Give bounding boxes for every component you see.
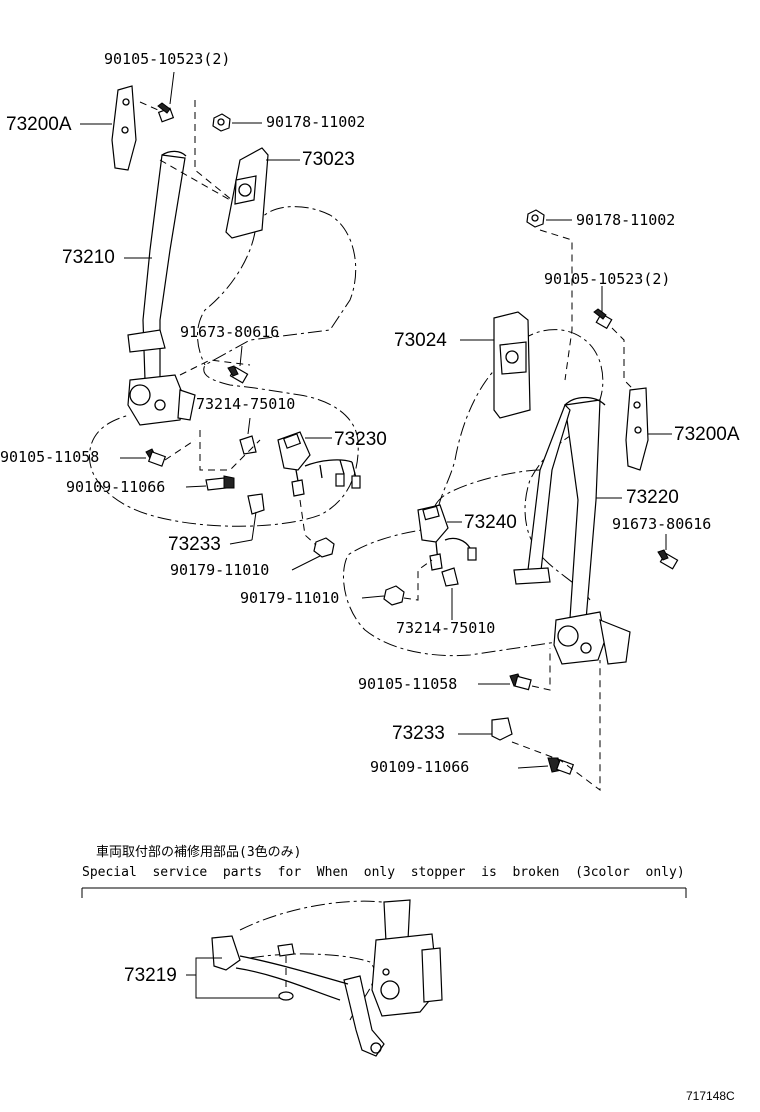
left-cap-73233 <box>247 493 265 515</box>
bolt-90105-10523-left <box>157 102 175 123</box>
label-73210: 73210 <box>62 247 115 268</box>
label-90109-11066-left: 90109-11066 <box>66 478 166 496</box>
right-belt-webbing <box>564 399 601 621</box>
right-clip-73214 <box>441 567 459 587</box>
label-73023: 73023 <box>302 149 355 170</box>
nut-90179-11010-right <box>383 585 405 606</box>
bolt-90109-11066-left <box>205 475 235 491</box>
label-73220: 73220 <box>626 487 679 508</box>
right-upper-anchor <box>625 387 649 471</box>
label-90105-11058-left: 90105-11058 <box>0 448 100 466</box>
label-73230: 73230 <box>334 429 387 450</box>
label-73024: 73024 <box>394 330 447 351</box>
figure-code: 717148C <box>686 1089 735 1103</box>
label-73233-right: 73233 <box>392 723 445 744</box>
label-91673-80616-right: 91673-80616 <box>612 515 712 533</box>
label-73233-left: 73233 <box>168 534 221 555</box>
bolt-90105-11058-left <box>145 448 167 467</box>
label-91673-80616-left: 91673-80616 <box>180 323 280 341</box>
label-90105-11058-right: 90105-11058 <box>358 675 458 693</box>
73219-bracket <box>195 957 280 999</box>
nut-90179-11010-left <box>313 537 335 558</box>
right-seat-outline <box>342 329 604 657</box>
buckle-73230 <box>277 431 361 497</box>
left-upper-anchor <box>111 85 137 171</box>
label-73219: 73219 <box>124 965 177 986</box>
left-seat-outline <box>88 206 359 527</box>
right-cap-73233 <box>491 717 513 741</box>
label-90105-10523-left: 90105-10523(2) <box>104 50 231 68</box>
label-90105-10523-right: 90105-10523(2) <box>544 270 671 288</box>
label-90179-11010-right: 90179-11010 <box>240 589 340 607</box>
left-retractor <box>127 374 186 426</box>
bolt-91673-80616-left <box>227 365 249 384</box>
label-73200a-left: 73200A <box>6 114 72 135</box>
special-note-english: Special service parts for When only stop… <box>82 865 685 880</box>
label-90178-11002-right: 90178-11002 <box>576 211 676 229</box>
label-73214-75010-right: 73214-75010 <box>396 619 496 637</box>
label-73200a-right: 73200A <box>674 424 740 445</box>
label-90178-11002-left: 90178-11002 <box>266 113 366 131</box>
nut-90178-11002-right <box>526 209 545 228</box>
label-73214-75010-left: 73214-75010 <box>196 395 296 413</box>
label-73240: 73240 <box>464 512 517 533</box>
special-parts-illustration <box>211 899 443 1057</box>
left-clip-73214 <box>239 435 257 455</box>
label-90179-11010-left: 90179-11010 <box>170 561 270 579</box>
nut-90178-11002-left <box>212 113 231 132</box>
special-note-japanese: 車両取付部の補修用部品(3色のみ) <box>96 845 302 860</box>
bolt-90105-11058-right <box>509 673 532 691</box>
bolt-90109-11066-right <box>547 757 575 775</box>
bolt-91673-80616-right <box>657 549 679 570</box>
label-90109-11066-right: 90109-11066 <box>370 758 470 776</box>
buckle-73240 <box>417 504 477 571</box>
right-retractor <box>553 611 606 665</box>
bolt-90105-10523-right <box>593 308 613 330</box>
